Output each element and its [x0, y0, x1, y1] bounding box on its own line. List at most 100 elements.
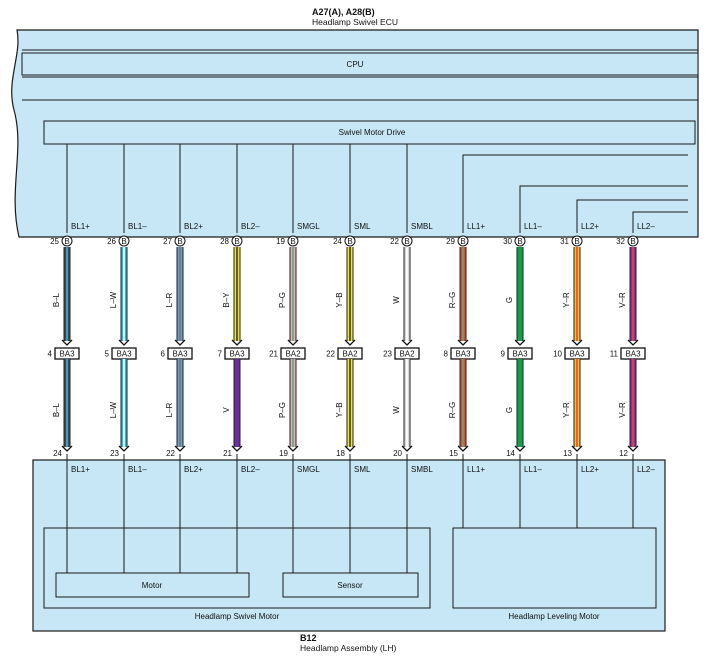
junction-upper-arrow	[174, 339, 186, 346]
ecu-pin-number: 22	[390, 237, 399, 246]
junction-upper-arrow	[344, 339, 356, 346]
assembly-signal-label: BL2–	[241, 465, 260, 474]
wire-upper-label: L–W	[109, 291, 118, 308]
ecu-signal-label: SMGL	[297, 222, 320, 231]
ecu-connector-letter: B	[517, 237, 522, 246]
leveling-motor-box	[452, 527, 657, 609]
junction-pin-number: 11	[610, 350, 619, 359]
assembly-signal-label: BL1+	[71, 465, 90, 474]
wire-lower-label: P–G	[278, 402, 287, 418]
wire-upper-label: G	[505, 297, 514, 303]
wire-lower-stripe	[292, 359, 294, 447]
wire-upper-stripe	[179, 247, 181, 341]
ecu-connector-circle	[118, 235, 130, 247]
ecu-connector-letter: B	[290, 237, 295, 246]
junction-pin-number: 23	[383, 350, 392, 359]
assembly-signal-label: SMGL	[297, 465, 320, 474]
ecu-signal-label: BL1+	[71, 222, 90, 231]
assembly-id-label: B12	[300, 633, 317, 643]
junction-upper-arrow	[457, 339, 469, 346]
ecu-connector-circle	[287, 235, 299, 247]
junction-pin-number: 9	[501, 350, 506, 359]
wire-lower-stripe	[519, 359, 521, 447]
ecu-pin-number: 27	[163, 237, 172, 246]
wire-upper-label: Y–R	[562, 292, 571, 308]
wire-lower-label: L–R	[165, 402, 174, 417]
assembly-signal-label: LL2–	[637, 465, 655, 474]
cpu-block	[21, 52, 699, 76]
junction-connector-label: BA3	[59, 350, 75, 359]
wire-upper-label: B–L	[52, 292, 61, 307]
wire-lower-label: R–G	[448, 402, 457, 418]
wire-lower-stripe	[406, 359, 408, 447]
assembly-pin-number: 13	[563, 449, 572, 458]
ecu-connector-circle	[571, 235, 583, 247]
assembly-pin-number: 21	[223, 449, 232, 458]
wire-lower-label: Y–R	[562, 402, 571, 418]
wire-lower-label: Y–B	[335, 402, 344, 417]
ecu-connector-circle	[174, 235, 186, 247]
ecu-connector-circle	[61, 235, 73, 247]
leveling-route-3	[576, 199, 688, 233]
assembly-pin-number: 22	[166, 449, 175, 458]
assembly-pin-number: 23	[110, 449, 119, 458]
wire-upper-stripe	[519, 247, 521, 341]
assembly-pin-arrow	[514, 445, 526, 452]
ecu-connector-circle	[344, 235, 356, 247]
junction-upper-arrow	[401, 339, 413, 346]
assembly-pin-number: 20	[393, 449, 402, 458]
junction-upper-arrow	[61, 339, 73, 346]
ecu-pin-number: 29	[446, 237, 455, 246]
junction-upper-arrow	[571, 339, 583, 346]
wire-lower-stripe	[349, 359, 351, 447]
wire-upper-stripe	[236, 247, 238, 341]
assembly-name-label: Headlamp Assembly (LH)	[300, 643, 397, 653]
junction-connector-label: BA3	[625, 350, 641, 359]
wire-upper-stripe	[406, 247, 408, 341]
assembly-pin-number: 15	[449, 449, 458, 458]
ecu-name-label: Headlamp Swivel ECU	[312, 17, 398, 27]
ecu-connector-letter: B	[460, 237, 465, 246]
junction-pin-number: 5	[105, 350, 110, 359]
wire-upper-label: V–R	[618, 292, 627, 308]
junction-upper-arrow	[627, 339, 639, 346]
junction-pin-number: 22	[326, 350, 335, 359]
ecu-signal-label: BL1–	[128, 222, 147, 231]
assembly-pin-arrow	[627, 445, 639, 452]
assembly-pin-arrow	[174, 445, 186, 452]
junction-connector-label: BA2	[342, 350, 358, 359]
wire-upper-stripe	[576, 247, 578, 341]
assembly-signal-label: SML	[354, 465, 371, 474]
wire-lower-stripe	[123, 359, 125, 447]
ecu-connector-circle	[231, 235, 243, 247]
wire-upper-stripe	[349, 247, 351, 341]
assembly-signal-label: SMBL	[411, 465, 433, 474]
assembly-pin-arrow	[571, 445, 583, 452]
ecu-connector-letter: B	[630, 237, 635, 246]
ecu-signal-label: LL1+	[467, 222, 485, 231]
assembly-pin-arrow	[61, 445, 73, 452]
ecu-connector-circle	[514, 235, 526, 247]
assembly-pin-arrow	[231, 445, 243, 452]
wire-lower-label: B–L	[52, 402, 61, 417]
junction-pin-number: 6	[161, 350, 166, 359]
wire-lower-stripe	[462, 359, 464, 447]
junction-connector-label: BA3	[569, 350, 585, 359]
assembly-signal-label: BL1–	[128, 465, 147, 474]
assembly-pin-arrow	[287, 445, 299, 452]
sensor-label: Sensor	[337, 581, 363, 590]
junction-upper-arrow	[287, 339, 299, 346]
wire-upper-stripe	[462, 247, 464, 341]
ecu-signal-label: SMBL	[411, 222, 433, 231]
junction-upper-arrow	[118, 339, 130, 346]
wire-lower-stripe	[236, 359, 238, 447]
wire-upper-label: W	[392, 296, 401, 304]
wire-upper-stripe	[632, 247, 634, 341]
assembly-pin-number: 14	[506, 449, 515, 458]
ecu-pin-number: 26	[107, 237, 116, 246]
ecu-connector-letter: B	[64, 237, 69, 246]
ecu-connector-circle	[401, 235, 413, 247]
wire-lower-label: L–W	[109, 401, 118, 418]
motor-label: Motor	[142, 581, 163, 590]
